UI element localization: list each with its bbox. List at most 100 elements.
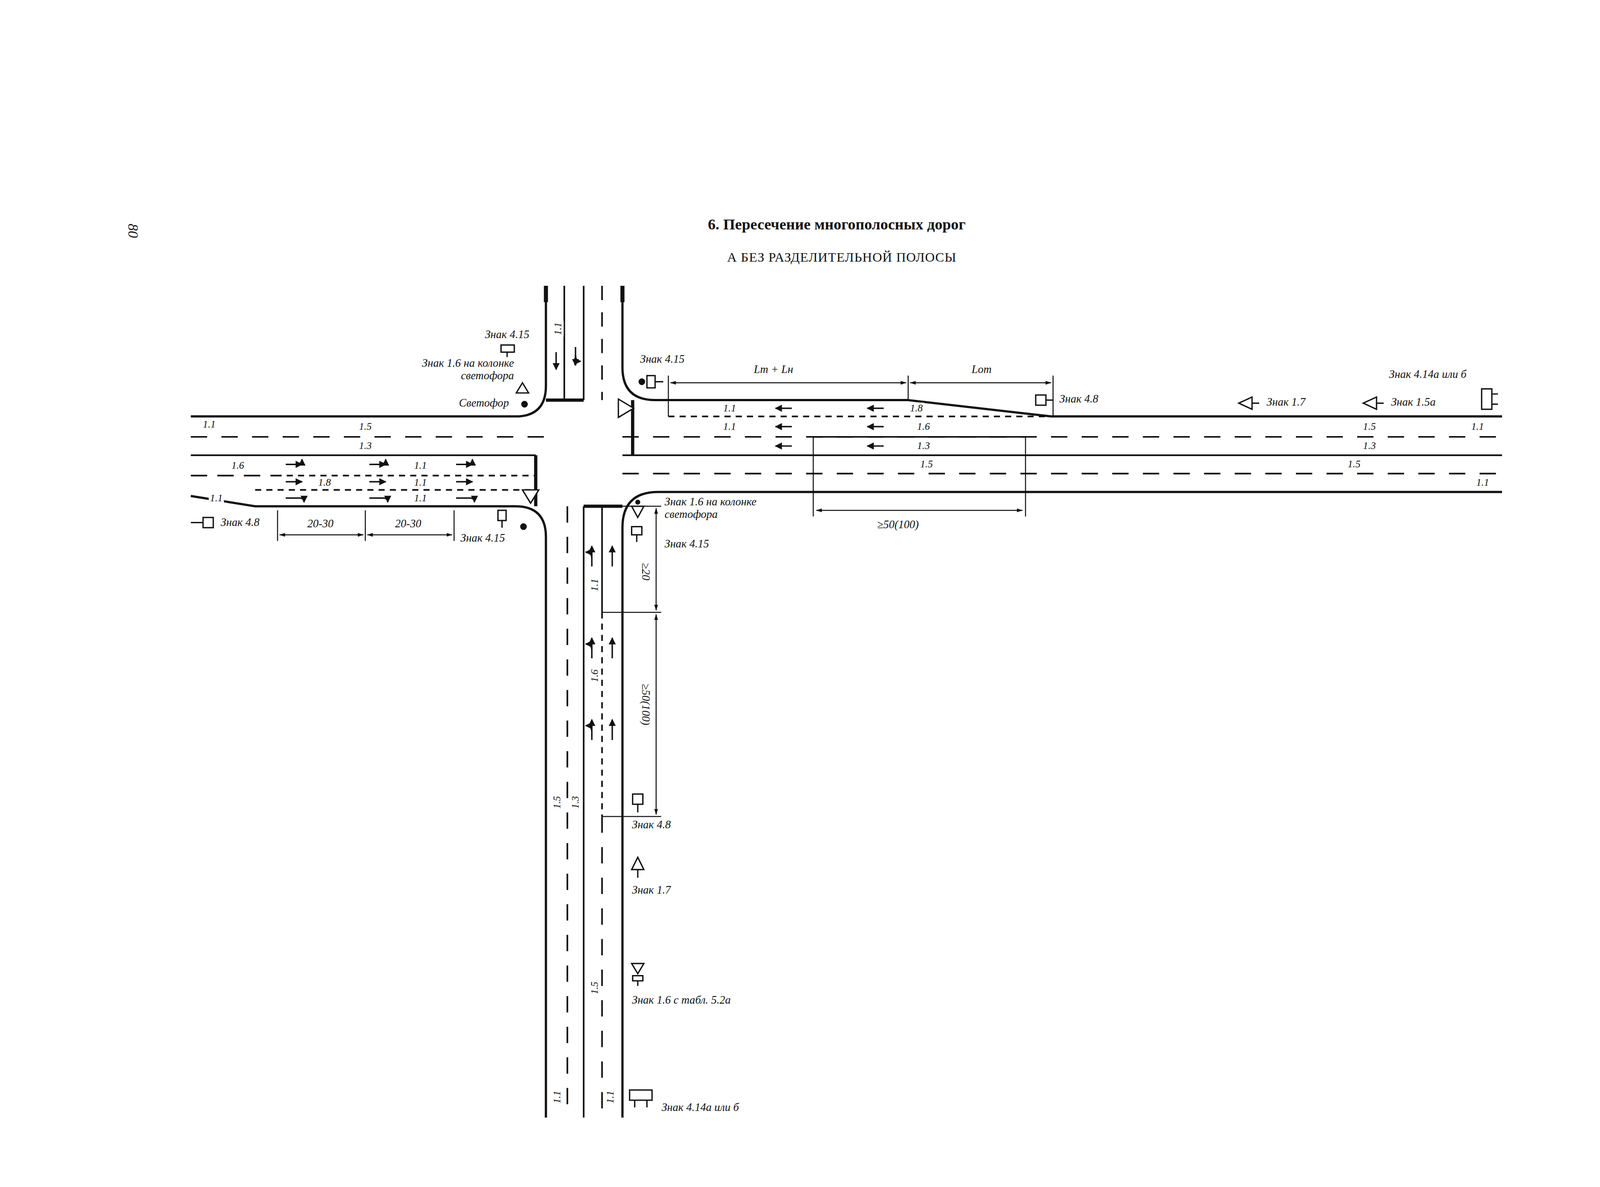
lane-arrow: [296, 459, 303, 465]
marking-number: 1.1: [552, 321, 564, 337]
marking-number: 1.1: [412, 477, 429, 489]
lane-arrow: [379, 459, 386, 465]
lane-marking: [813, 435, 1026, 438]
road-sign: [190, 521, 204, 524]
road-sign: [632, 793, 644, 805]
lane-arrow: [585, 643, 593, 651]
lane-arrow: [285, 481, 303, 483]
marking-number: 1.3: [357, 440, 374, 452]
road-sign: [634, 1100, 647, 1108]
dimension-line: [670, 382, 906, 384]
marking-number: 1.1: [551, 1089, 563, 1105]
marking-number: 1.8: [908, 402, 925, 414]
lane-arrow: [775, 407, 792, 409]
lane-arrow: [867, 445, 885, 447]
road-sign: [635, 500, 640, 504]
sign-label: Знак 1.5а: [1389, 395, 1437, 409]
sign-label: Знак 1.6 на колонке светофора: [400, 356, 516, 382]
dimension-line: [367, 534, 452, 536]
road-sign: [1238, 397, 1253, 410]
road-edge: [190, 495, 547, 1118]
road-sign: [203, 517, 214, 528]
lane-marking: [601, 506, 603, 613]
marking-number: 1.6: [589, 667, 601, 684]
road-sign: [632, 975, 644, 981]
road-sign: [522, 489, 539, 504]
road-edge: [622, 285, 1503, 417]
road-edge: [190, 285, 1503, 1118]
road-sign: [635, 534, 638, 542]
lane-arrow: [585, 725, 593, 733]
road-sign: [639, 379, 645, 385]
marking-number: 1.3: [1361, 440, 1378, 452]
subtitle: А БЕЗ РАЗДЕЛИТЕЛЬНОЙ ПОЛОСЫ: [725, 249, 958, 265]
lane-arrow: [775, 445, 792, 447]
dimension: ≥50(100): [639, 681, 653, 727]
lane-marking: [275, 474, 536, 477]
lane-arrow: [285, 347, 884, 741]
marking-number: 1.5: [1346, 458, 1363, 470]
marking-number: 1.1: [1474, 477, 1491, 489]
marking-number: 1.3: [915, 440, 932, 452]
dimension: Lт + Lн: [752, 363, 795, 376]
road-sign: [520, 524, 527, 530]
marking-number: 1.5: [357, 420, 374, 432]
road-sign: [1045, 399, 1054, 401]
road-sign: [631, 506, 644, 518]
sign-label: Знак 4.15: [483, 328, 531, 342]
lane-arrow: [575, 355, 581, 362]
dimension-line: [813, 436, 1026, 517]
lane-marking: [566, 506, 569, 1118]
lane-arrow: [466, 459, 473, 465]
sign-label: Знак 4.15: [459, 531, 507, 545]
dimension-line: [655, 614, 657, 815]
sign-label: Знак 4.8: [219, 516, 262, 530]
lane-marking: [582, 506, 585, 1118]
dimension-line: [668, 375, 1054, 417]
dimension-line: [277, 510, 455, 541]
sign-label: Знак 4.8: [630, 818, 673, 831]
road-sign: [637, 980, 639, 986]
marking-number: 1.5: [589, 980, 601, 996]
lane-marking: [622, 472, 1503, 475]
lane-arrow: [775, 425, 792, 428]
dimension-line: [655, 507, 657, 610]
road-sign: [631, 526, 642, 535]
page-number: 80: [124, 222, 141, 240]
sign-label: Знак 4.15: [638, 352, 686, 366]
road-sign: [647, 375, 656, 388]
lane-marking: [601, 285, 603, 401]
lane-arrow: [867, 425, 885, 428]
lane-arrow: [867, 407, 885, 409]
lane-arrow: [456, 481, 473, 483]
dimension-line: [816, 509, 1023, 511]
lane-arrow: [585, 552, 593, 559]
dimension: ≥20: [639, 561, 653, 582]
marking-number: 1.6: [229, 459, 246, 471]
marking-number: 1.5: [1361, 420, 1378, 432]
lane-arrow: [611, 546, 614, 567]
road-sign: [655, 380, 664, 383]
road-sign: [631, 963, 644, 974]
lane-arrow: [611, 637, 614, 659]
road-sign: [629, 1089, 652, 1101]
lane-arrow: [285, 498, 305, 503]
road-sign: [498, 510, 507, 521]
lane-arrow: [555, 351, 557, 370]
sign-label: Знак 4.15: [663, 537, 711, 551]
marking-number: 1.6: [915, 420, 932, 432]
lane-arrow: [456, 498, 475, 503]
road-sign: [1481, 388, 1492, 410]
sign-label: Знак 4.14а или б: [660, 1100, 741, 1114]
road-sign: [1252, 402, 1260, 404]
dimension: 20-30: [305, 517, 335, 530]
marking-number: 1.1: [1469, 420, 1486, 432]
road-sign: [516, 382, 529, 394]
dimension: 20-30: [393, 517, 423, 530]
marking-number: 1.1: [208, 492, 225, 504]
marking-number: 1.1: [721, 420, 738, 432]
lane-marking: [190, 285, 1503, 1118]
sign-label: Знак 1.6 с табл. 5.2а: [630, 993, 733, 1007]
marking-number: 1.8: [316, 477, 333, 489]
marking-number: 1.5: [551, 794, 563, 810]
